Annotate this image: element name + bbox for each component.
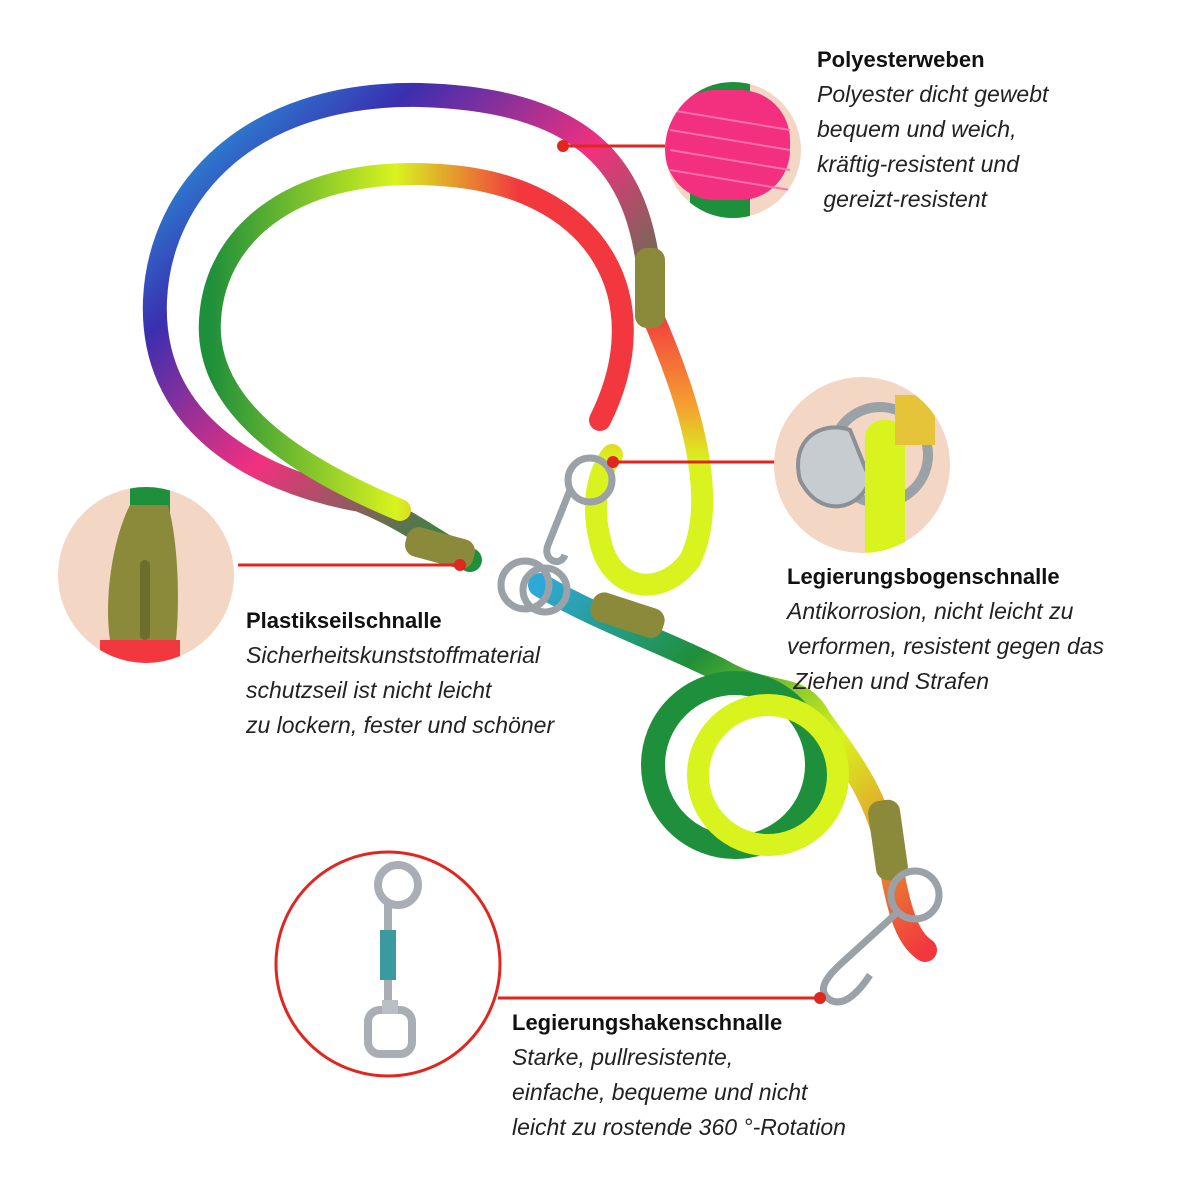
annotation-line: schutzseil ist nicht leicht [246,677,492,703]
detail-circle-bogen [774,377,950,553]
plastic-buckle-bottom [868,799,908,881]
annotation-line: bequem und weich, [817,116,1017,142]
annotation-line: einfache, bequeme und nicht [512,1079,808,1105]
lower-snap-hook [820,907,903,1006]
annotation-haken: Legierungshakenschnalle Starke, pullresi… [512,1010,846,1145]
annotation-line: Antikorrosion, nicht leicht zu [787,598,1074,624]
annotation-line: Sicherheitskunststoffmaterial [246,642,541,668]
annotation-plastik: Plastikseilschnalle Sicherheitskunststof… [246,608,554,743]
annotation-line: Ziehen und Strafen [787,668,990,694]
detail-circle-plastik [58,487,234,663]
annotation-line: leicht zu rostende 360 °-Rotation [512,1114,846,1140]
annotation-line: kräftig-resistent und [817,151,1019,177]
detail-circle-haken [274,850,502,1078]
annotation-polyester: Polyesterweben Polyester dicht gewebt be… [817,47,1048,217]
annotation-title: Legierungsbogenschnalle [787,564,1060,589]
plastic-buckle-lower [590,592,665,638]
plastic-buckle-top [635,248,665,328]
annotation-title: Polyesterweben [817,47,985,72]
metal-hardware [497,454,943,1006]
leader-lines [238,140,826,1004]
annotation-title: Legierungshakenschnalle [512,1010,783,1035]
upper-snap-hook [543,488,574,565]
plastic-buckle-middle [405,527,475,569]
annotation-line: verformen, resistent gegen das [787,633,1105,659]
annotation-line: gereizt-resistent [817,186,988,212]
annotation-line: Polyester dicht gewebt [817,81,1049,107]
annotation-bogen: Legierungsbogenschnalle Antikorrosion, n… [787,564,1104,699]
annotation-line: zu lockern, fester und schöner [246,712,555,738]
arc-ring [564,454,616,506]
detail-circle-polyester [665,82,801,218]
lower-ring [887,867,943,923]
annotation-title: Plastikseilschnalle [246,608,442,633]
plastic-buckles [405,248,908,881]
middle-ring [497,557,553,613]
annotation-line: Starke, pullresistente, [512,1044,734,1070]
